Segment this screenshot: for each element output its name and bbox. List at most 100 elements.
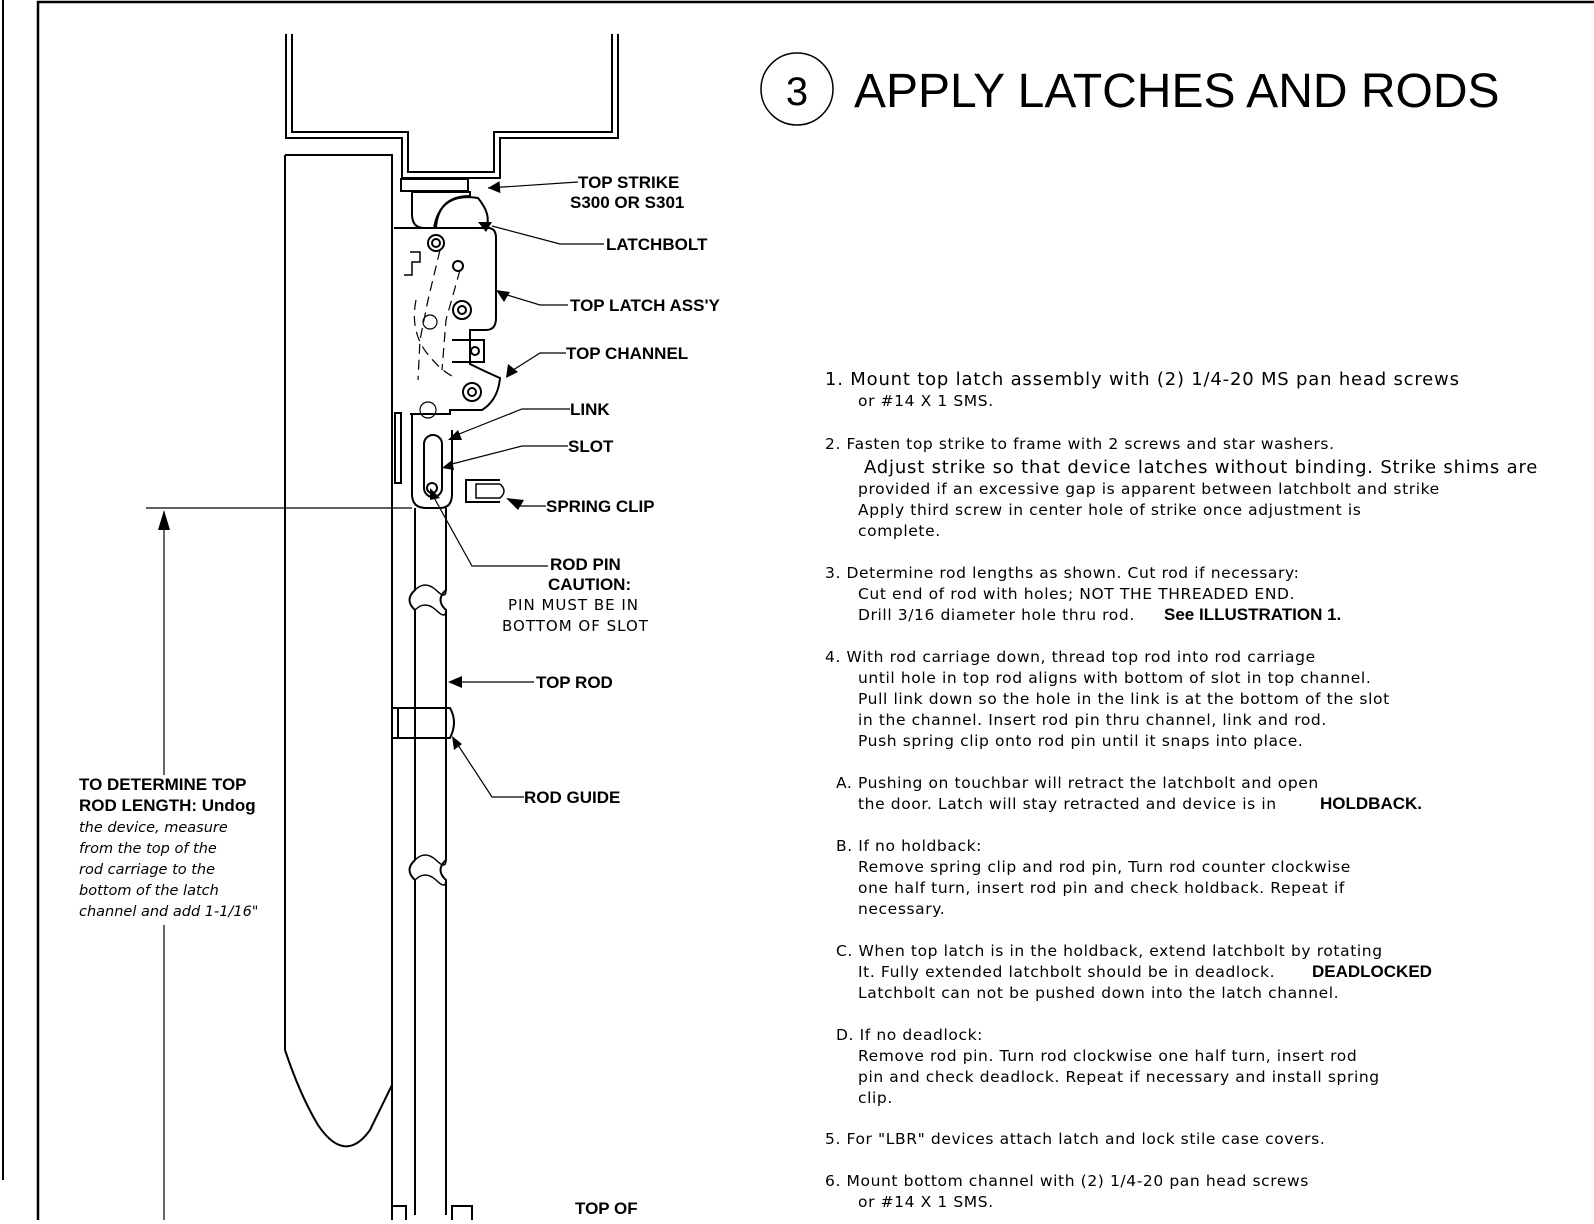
rod-guide: [392, 707, 455, 739]
leader-link: [453, 408, 570, 437]
label-rod-pin: ROD PIN: [550, 555, 621, 574]
step-b-line-2: Remove spring clip and rod pin, Turn rod…: [858, 858, 1351, 876]
step-2-line-1: 2. Fasten top strike to frame with 2 scr…: [825, 435, 1335, 453]
door-hardware-drawing: [284, 34, 619, 1220]
step-c-line-2: It. Fully extended latchbolt should be i…: [858, 963, 1275, 981]
latch-screw-1: [427, 234, 445, 252]
leader-rod-guide: [455, 741, 524, 798]
internal-linkage-3: [413, 299, 453, 377]
latch-screw-3-hole: [467, 387, 477, 397]
door-stile: [285, 154, 393, 1215]
arrow-rod-pin: [430, 488, 440, 500]
leader-latchbolt: [491, 225, 604, 245]
label-caution: CAUTION:: [548, 575, 631, 594]
rod-break-2b: [414, 874, 447, 886]
rod-break-2a: [414, 854, 447, 866]
label-top-of: TOP OF: [575, 1199, 638, 1218]
internal-linkage-1: [417, 249, 441, 381]
measure-note-line-4: bottom of the latch: [79, 883, 219, 899]
label-top-rod: TOP ROD: [536, 673, 613, 692]
step-4-line-1: 4. With rod carriage down, thread top ro…: [825, 648, 1316, 666]
step-4-line-3: Pull link down so the hole in the link i…: [858, 690, 1390, 708]
rod-break-1b: [414, 604, 447, 616]
arrow-spring-clip: [506, 498, 524, 510]
leader-rod-pin: [431, 493, 548, 567]
step-b-line-3: one half turn, insert rod pin and check …: [858, 879, 1345, 897]
top-channel-tab: [452, 339, 485, 363]
step-b-line-1: B. If no holdback:: [836, 837, 982, 855]
frame-header: [285, 34, 619, 179]
door-stile-bottom: [284, 155, 393, 1148]
spring-clip: [465, 479, 500, 503]
step-2-line-4: Apply third screw in center hole of stri…: [858, 501, 1361, 519]
rod-carriage-left: [391, 1205, 407, 1220]
step-1-line-2: or #14 X 1 SMS.: [858, 392, 994, 410]
leader-top-latch: [503, 293, 568, 306]
step-b-line-4: necessary.: [858, 900, 945, 918]
step-d-line-3: pin and check deadlock. Repeat if necess…: [858, 1068, 1380, 1086]
step-c-line-3: Latchbolt can not be pushed down into th…: [858, 984, 1339, 1002]
step-d-line-2: Remove rod pin. Turn rod clockwise one h…: [858, 1047, 1357, 1065]
latch-screw-3: [462, 382, 482, 402]
spring-clip-inner: [475, 483, 505, 499]
step-c-line-1: C. When top latch is in the holdback, ex…: [836, 942, 1383, 960]
step-1-line-1: 1. Mount top latch assembly with (2) 1/4…: [825, 369, 1460, 390]
caution-text-2: BOTTOM OF SLOT: [502, 617, 649, 635]
step-3-line-1: 3. Determine rod lengths as shown. Cut r…: [825, 564, 1299, 582]
internal-linkage-2: [441, 269, 461, 371]
latchbolt-curve: [433, 196, 489, 229]
arrow-top-rod: [448, 676, 462, 688]
sheet-border: [36, 0, 1594, 1220]
rod-break-1a: [414, 584, 447, 596]
label-top-strike: TOP STRIKE: [578, 173, 679, 192]
label-top-latch-assy: TOP LATCH ASS'Y: [570, 296, 720, 315]
step-6-line-1: 6. Mount bottom channel with (2) 1/4-20 …: [825, 1172, 1309, 1190]
top-latch-body: [394, 227, 502, 415]
step-a-line-2: the door. Latch will stay retracted and …: [858, 795, 1277, 813]
arrow-top-channel: [506, 364, 518, 378]
arrow-link: [448, 430, 462, 440]
arrow-top-strike: [488, 181, 501, 194]
step-d-line-4: clip.: [858, 1089, 893, 1107]
latch-screw-1-hole: [431, 238, 441, 248]
top-channel: [411, 413, 453, 509]
label-link: LINK: [570, 400, 610, 419]
step-3-illustration-ref: See ILLUSTRATION 1.: [1164, 605, 1341, 624]
frame-header-inner: [291, 34, 613, 173]
step-number: 3: [786, 70, 808, 114]
step-a-holdback: HOLDBACK.: [1320, 794, 1422, 813]
leader-top-channel: [509, 352, 566, 373]
section-title: APPLY LATCHES AND RODS: [854, 65, 1500, 118]
measure-note-heading-1: TO DETERMINE TOP: [79, 775, 247, 794]
measure-note-line-2: from the top of the: [79, 841, 217, 857]
step-6-line-2: or #14 X 1 SMS.: [858, 1193, 994, 1211]
measure-note-line-1: the device, measure: [79, 820, 228, 836]
leader-slot: [447, 445, 568, 466]
step-4-line-5: Push spring clip onto rod pin until it s…: [858, 732, 1303, 750]
step-5-line-1: 5. For "LBR" devices attach latch and lo…: [825, 1130, 1325, 1148]
measure-note-heading-2: ROD LENGTH: Undog: [79, 796, 256, 815]
step-3-line-2: Cut end of rod with holes; NOT THE THREA…: [858, 585, 1295, 603]
top-strike: [400, 178, 469, 192]
measure-note-line-3: rod carriage to the: [79, 862, 215, 878]
step-number-circle: [760, 52, 834, 126]
step-2-line-3: provided if an excessive gap is apparent…: [858, 480, 1440, 498]
latch-roller-2: [419, 401, 437, 419]
top-rod-left: [408, 508, 416, 1215]
label-top-channel: TOP CHANNEL: [566, 344, 688, 363]
leader-lines: [146, 181, 604, 1220]
arrow-rod-guide: [452, 736, 462, 750]
leader-top-strike: [487, 181, 579, 189]
label-top-strike-model: S300 OR S301: [570, 193, 684, 212]
step-a-line-1: A. Pushing on touchbar will retract the …: [836, 774, 1319, 792]
arrow-dimension: [158, 510, 170, 530]
channel-plate: [394, 412, 402, 484]
caution-text-1: PIN MUST BE IN: [508, 596, 639, 614]
step-3-line-3: Drill 3/16 diameter hole thru rod.: [858, 606, 1135, 624]
step-4-line-2: until hole in top rod aligns with bottom…: [858, 669, 1371, 687]
step-c-deadlocked: DEADLOCKED: [1312, 962, 1432, 981]
step-2-line-2: Adjust strike so that device latches wit…: [864, 457, 1538, 478]
measure-note-line-5: channel and add 1-1/16": [79, 904, 258, 920]
